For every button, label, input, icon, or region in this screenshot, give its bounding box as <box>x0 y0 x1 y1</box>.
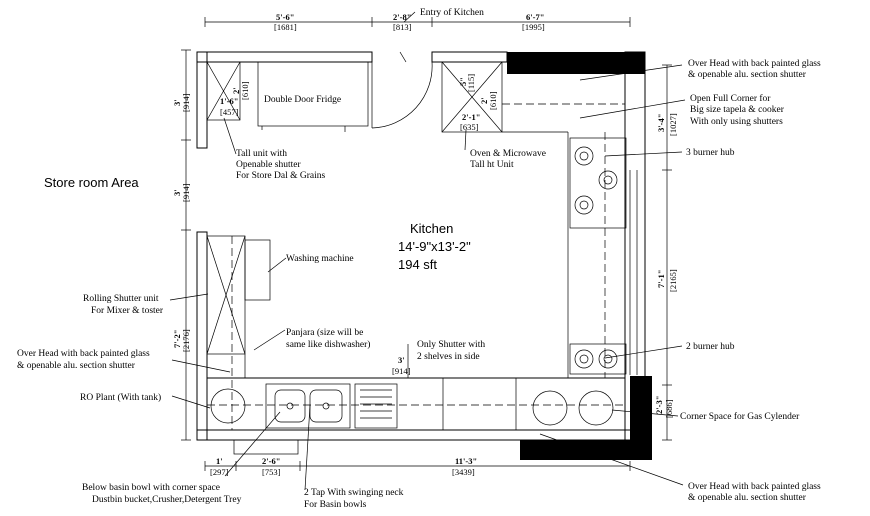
overhead-br-label-2: & openable alu. section shutter <box>688 493 807 503</box>
leader-lines <box>169 11 686 491</box>
overhead-tr-label-1: Over Head with back painted glass <box>688 59 821 69</box>
dim-oven-width-mm: [635] <box>460 122 479 132</box>
tap-label-1: 2 Tap With swinging neck <box>304 488 404 498</box>
dim-right-3-mm: [686] <box>664 399 674 418</box>
washing-label: Washing machine <box>286 254 354 264</box>
below-basin-label-1: Below basin bowl with corner space <box>82 483 220 493</box>
dim-tall-depth-mm: [610] <box>240 81 250 100</box>
entry-label: Entry of Kitchen <box>420 7 484 18</box>
rolling-label-1: Rolling Shutter unit <box>83 294 159 304</box>
ro-plant <box>210 388 246 424</box>
overhead-br-label-1: Over Head with back painted glass <box>688 482 821 492</box>
dim-oven-height-mm: [115] <box>466 74 476 92</box>
ro-base <box>233 439 299 455</box>
gas-label: Corner Space for Gas Cylender <box>680 411 800 422</box>
two-burner-hub <box>569 343 627 375</box>
overhead-top-right <box>507 52 645 74</box>
tall-unit-label-3: For Store Dal & Grains <box>236 171 325 181</box>
dim-oven-depth: 2' <box>479 97 489 104</box>
dim-tall-width-mm: [457] <box>220 107 239 117</box>
double-door-fridge <box>257 61 369 132</box>
dim-bot-2-mm: [753] <box>262 467 281 477</box>
tall-unit-label-2: Openable shutter <box>236 160 301 170</box>
dim-right-2-mm: [2165] <box>668 269 678 292</box>
below-basin-label-2: Dustbin bucket,Crusher,Detergent Trey <box>92 495 242 505</box>
overhead-left-label-2: & openable alu. section shutter <box>17 361 136 371</box>
dim-left-2-mm: [914] <box>181 183 191 202</box>
fridge-label: Double Door Fridge <box>264 95 341 105</box>
oven-label-1: Oven & Microwave <box>470 149 546 159</box>
dim-tall-depth: 2' <box>231 87 241 94</box>
dim-top-mid: 2'-8" <box>393 12 411 22</box>
only-shutter-label-1: Only Shutter with <box>417 340 485 350</box>
dim-right-1-mm: [1027] <box>668 113 678 136</box>
tall-unit-label-1: Tall unit with <box>236 149 287 159</box>
oven-microwave-unit <box>441 61 503 133</box>
hub3-label: 3 burner hub <box>686 148 735 158</box>
room-area: 194 sft <box>398 257 437 272</box>
basin-sink <box>265 383 351 429</box>
dim-left-1-mm: [914] <box>181 93 191 112</box>
dim-bot-3-mm: [3439] <box>452 467 475 477</box>
dim-left-3-mm: [2176] <box>181 329 191 352</box>
dim-oven-width: 2'-1" <box>462 112 480 122</box>
dim-top-left-mm: [1681] <box>274 22 297 32</box>
dim-right-2: 7'-1" <box>656 270 666 288</box>
dim-right-1: 3'-4" <box>656 114 666 132</box>
rolling-label-2: For Mixer & toster <box>91 306 164 316</box>
corner-label-1: Open Full Corner for <box>690 93 771 104</box>
dimension-lines <box>181 17 672 471</box>
dim-top-right-mm: [1995] <box>522 22 545 32</box>
only-shutter-label-2: 2 shelves in side <box>417 352 480 362</box>
dim-left-3: 7'-2" <box>172 330 182 348</box>
right-counter <box>502 131 638 378</box>
dim-left-2: 3' <box>172 189 182 196</box>
gas-cylinder-2 <box>578 390 614 426</box>
panjara-label-2: same like dishwasher) <box>286 339 370 350</box>
dim-top-mid-mm: [813] <box>393 22 412 32</box>
panjara-label-1: Panjara (size will be <box>286 327 363 338</box>
tap-label-2: For Basin bowls <box>304 500 367 510</box>
dim-right-3: 2'-3" <box>654 396 664 414</box>
washing-machine <box>206 235 271 355</box>
room-size: 14'-9"x13'-2" <box>398 239 471 254</box>
dim-oven-depth-mm: [610] <box>488 91 498 110</box>
corner-label-3: With only using shutters <box>690 117 783 127</box>
dim-bot-1-mm: [297] <box>210 467 229 477</box>
store-room-label: Store room Area <box>44 175 139 190</box>
ro-label: RO Plant (With tank) <box>80 392 161 403</box>
tall-unit-store <box>206 61 241 121</box>
overhead-left-label-1: Over Head with back painted glass <box>17 349 150 359</box>
hub2-label: 2 burner hub <box>686 342 735 352</box>
dim-top-left: 5'-6" <box>276 12 294 22</box>
dim-shutter-width: 3' <box>398 355 405 365</box>
overhead-right-corner <box>630 376 652 460</box>
dim-oven-height: 5" <box>458 77 468 86</box>
dim-bot-2: 2'-6" <box>262 456 280 466</box>
overhead-tr-label-2: & openable alu. section shutter <box>688 70 807 80</box>
dim-bot-3: 11'-3" <box>455 456 477 466</box>
dim-shutter-width-mm: [914] <box>392 366 411 376</box>
entry-door <box>371 51 433 129</box>
dim-left-1: 3' <box>172 99 182 106</box>
dish-rack <box>354 383 398 429</box>
room-title: Kitchen <box>410 221 453 236</box>
three-burner-hub <box>569 137 627 229</box>
dim-bot-1: 1' <box>216 456 223 466</box>
dim-tall-width: 1'-6" <box>220 96 238 106</box>
gas-cylinder-1 <box>532 390 568 426</box>
corner-label-2: Big size tapela & cooker <box>690 105 785 115</box>
dim-top-right: 6'-7" <box>526 12 544 22</box>
overhead-bottom-right <box>520 440 645 460</box>
oven-label-2: Tall ht Unit <box>470 160 514 170</box>
